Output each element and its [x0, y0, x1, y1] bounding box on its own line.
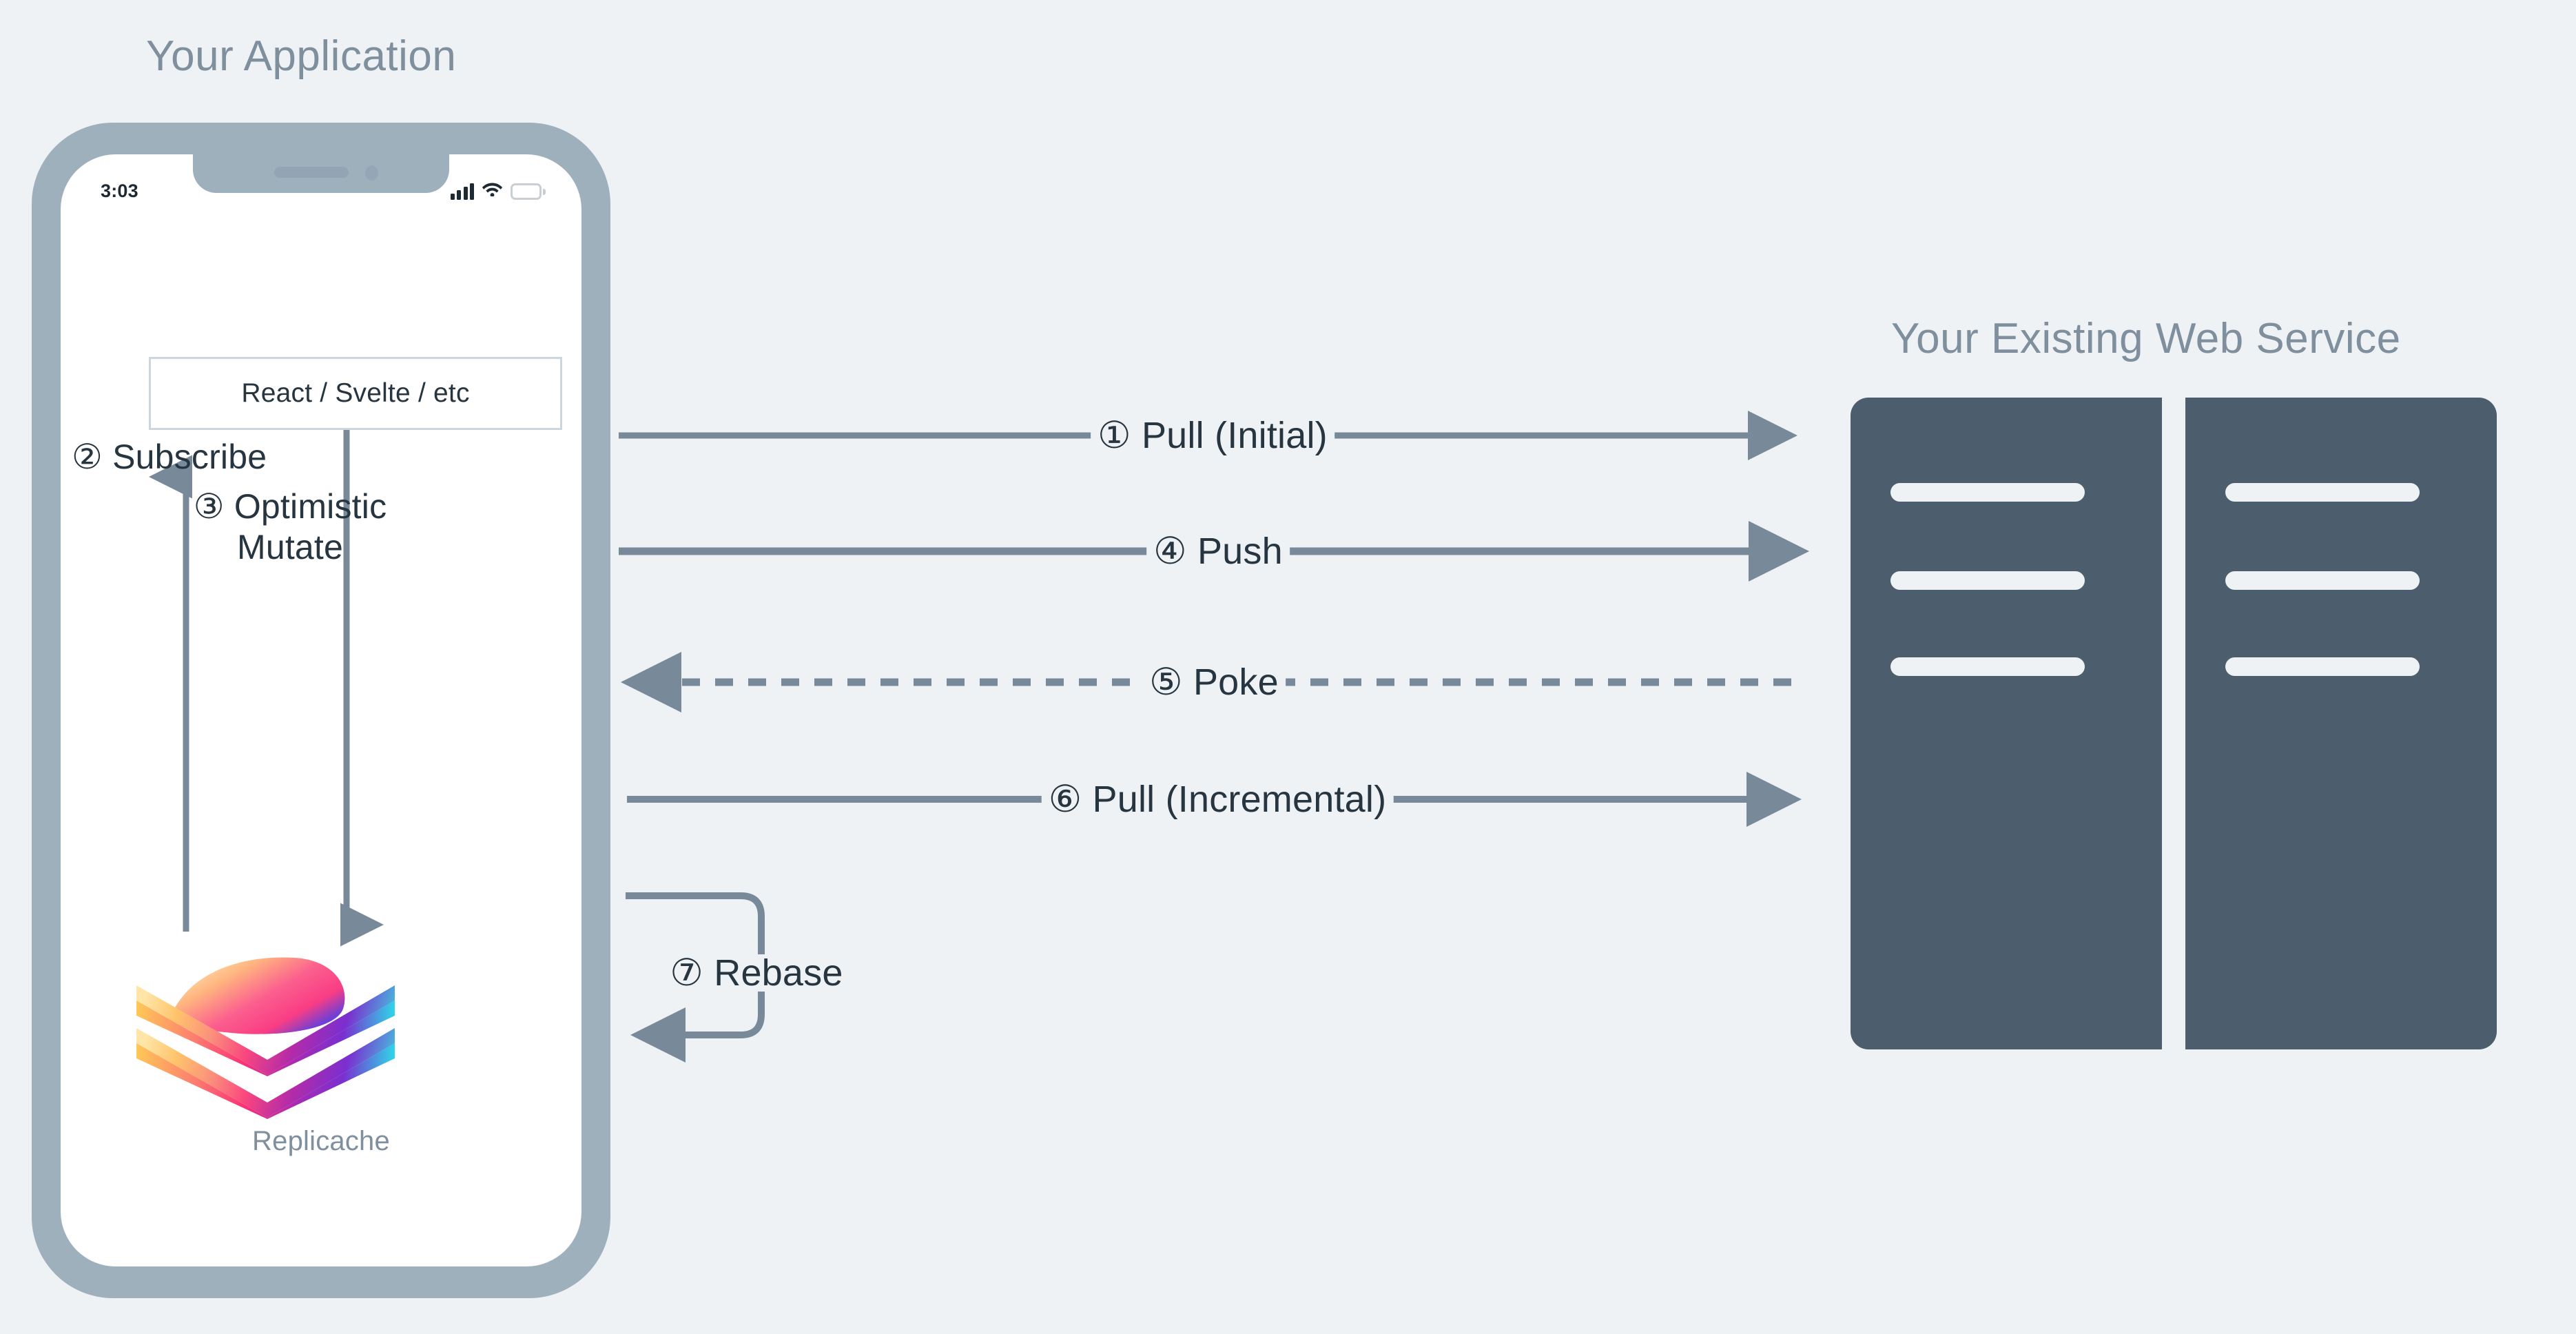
phone-notch [193, 154, 449, 193]
step-label-optimistic-mutate-line1: ③ Optimistic [193, 487, 387, 526]
step-label-optimistic-mutate-line2: Mutate [236, 528, 344, 566]
server-bar [2225, 571, 2420, 590]
wifi-icon [482, 180, 503, 200]
flow-label-poke: ⑤ Poke [1142, 664, 1286, 701]
replicache-layers-logo [136, 957, 395, 1119]
battery-icon [511, 183, 546, 200]
server-bar [1890, 571, 2085, 590]
flow-label-pull-initial: ① Pull (Initial) [1091, 417, 1335, 454]
step-label-optimistic-mutate: ③ Optimistic Mutate [142, 486, 438, 568]
phone-mockup: 3:03 React / S [32, 123, 610, 1298]
flow-label-pull-incremental: ⑥ Pull (Incremental) [1041, 781, 1394, 818]
step-label-subscribe: ② Subscribe [72, 438, 267, 476]
cellular-signal-icon [450, 183, 474, 200]
server-bar [1890, 657, 2085, 676]
server-graphic [1851, 398, 2497, 1049]
server-panel-right [2185, 398, 2497, 1049]
server-bar [2225, 483, 2420, 502]
replicache-label: Replicache [252, 1126, 390, 1156]
server-bar [1890, 483, 2085, 502]
flow-label-rebase: ⑦ Rebase [663, 954, 850, 992]
page-title-your-application: Your Application [146, 32, 457, 80]
page-title-your-existing-web-service: Your Existing Web Service [1891, 315, 2401, 362]
server-panel-left [1851, 398, 2162, 1049]
notch-camera-icon [365, 165, 378, 181]
phone-screen: 3:03 React / S [61, 154, 581, 1266]
status-bar-time: 3:03 [101, 181, 138, 201]
flow-label-push: ④ Push [1146, 533, 1290, 570]
status-bar-icons [450, 179, 546, 200]
notch-speaker-icon [274, 167, 349, 178]
framework-box: React / Svelte / etc [149, 357, 562, 430]
server-bar [2225, 657, 2420, 676]
framework-box-label: React / Svelte / etc [241, 378, 470, 408]
